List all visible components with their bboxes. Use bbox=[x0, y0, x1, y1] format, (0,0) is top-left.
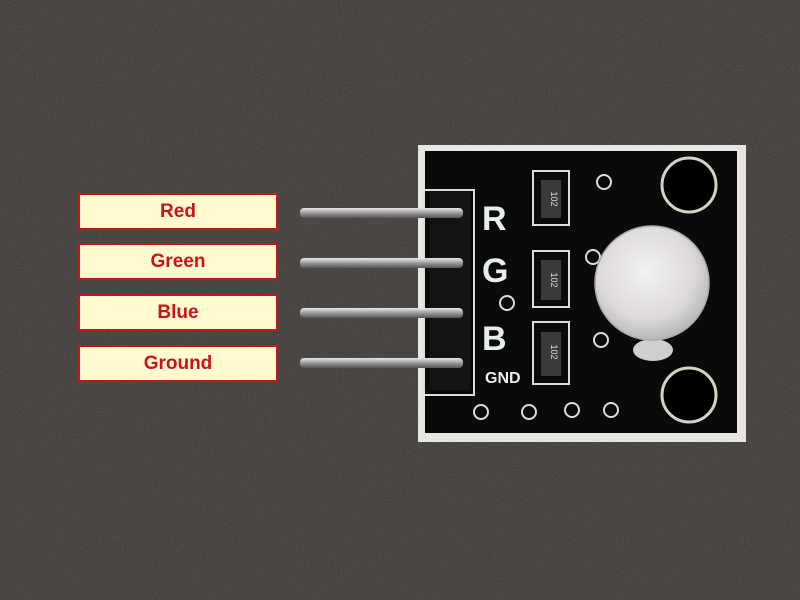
via-holes bbox=[473, 174, 619, 420]
label-blue: Blue bbox=[78, 294, 278, 331]
mounting-hole-bottom bbox=[660, 366, 718, 424]
silkscreen-gnd: GND bbox=[485, 370, 521, 387]
pin-blue bbox=[300, 308, 463, 318]
resistor-code: 102 bbox=[549, 344, 559, 359]
pin-ground bbox=[300, 358, 463, 368]
rgb-led bbox=[594, 225, 710, 361]
label-red: Red bbox=[78, 193, 278, 230]
resistor-2: 102 bbox=[532, 250, 570, 308]
silkscreen-g: G bbox=[482, 252, 508, 290]
silkscreen-r: R bbox=[482, 200, 507, 238]
header-pins bbox=[300, 208, 463, 368]
pin-header bbox=[423, 189, 475, 396]
pin-red bbox=[300, 208, 463, 218]
pin-green bbox=[300, 258, 463, 268]
resistor-3: 102 bbox=[532, 321, 570, 385]
silkscreen-b: B bbox=[482, 320, 507, 358]
mounting-hole-top bbox=[660, 156, 718, 214]
label-ground: Ground bbox=[78, 345, 278, 382]
resistor-1: 102 bbox=[532, 170, 570, 226]
resistor-code: 102 bbox=[549, 191, 559, 206]
resistor-code: 102 bbox=[549, 272, 559, 287]
label-green: Green bbox=[78, 243, 278, 280]
resistors: 102 102 102 bbox=[532, 170, 570, 385]
